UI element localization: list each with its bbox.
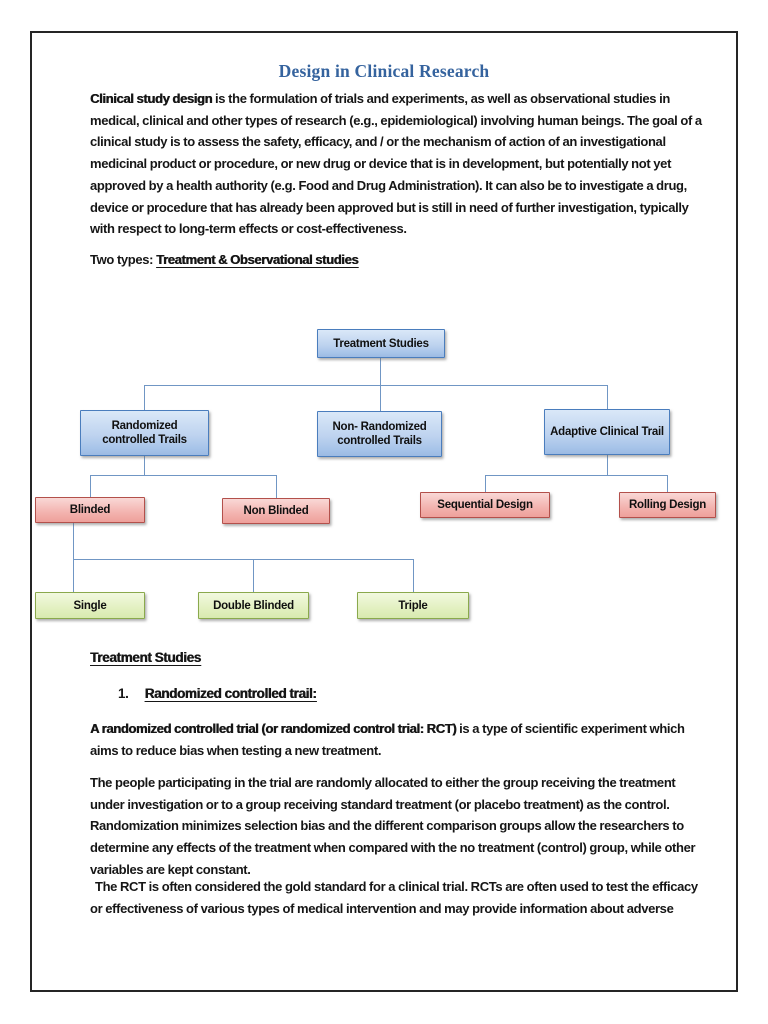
connector-line	[607, 455, 608, 475]
connector-line	[276, 475, 277, 498]
rct-gold-standard-paragraph: The RCT is often considered the gold sta…	[90, 879, 698, 916]
connector-line	[144, 385, 607, 386]
connector-line	[73, 523, 74, 592]
node-single: Single	[35, 592, 145, 619]
connector-line	[380, 358, 381, 411]
connector-line	[90, 475, 91, 497]
two-types-prefix: Two types:	[90, 252, 157, 267]
connector-line	[485, 475, 667, 476]
connector-line	[485, 475, 486, 492]
list-item-label: Randomized controlled trail:	[144, 686, 317, 701]
node-blinded: Blinded	[35, 497, 145, 523]
rct-randomization-paragraph: The people participating in the trial ar…	[90, 775, 696, 877]
two-types-underlined-text: Treatment & Observational studies	[156, 252, 359, 267]
node-randomized-controlled-trails: Randomized controlled Trails	[80, 410, 209, 456]
connector-line	[144, 456, 145, 475]
node-sequential-design: Sequential Design	[420, 492, 550, 518]
node-double-blinded: Double Blinded	[198, 592, 309, 619]
node-triple: Triple	[357, 592, 469, 619]
intro-paragraph: Clinical study design is the formulation…	[90, 91, 702, 237]
two-types-line: Two types: Treatment & Observational stu…	[90, 249, 359, 271]
node-non-blinded: Non Blinded	[222, 498, 330, 524]
list-item-randomized-controlled-trail: 1. Randomized controlled trail:	[118, 683, 317, 705]
rct-definition-paragraph: A randomized controlled trial (or random…	[90, 721, 685, 758]
connector-line	[73, 559, 413, 560]
node-treatment-studies: Treatment Studies	[317, 329, 445, 358]
page-title: Design in Clinical Research	[278, 61, 490, 81]
node-adaptive-clinical-trail: Adaptive Clinical Trail	[544, 409, 670, 455]
connector-line	[144, 385, 145, 410]
document-page: Design in Clinical Research Clinical stu…	[30, 31, 738, 992]
connector-line	[253, 559, 254, 592]
node-rolling-design: Rolling Design	[619, 492, 716, 518]
treatment-studies-flowchart: Treatment Studies Randomized controlled …	[32, 302, 736, 634]
connector-line	[607, 385, 608, 409]
list-number: 1.	[118, 686, 129, 701]
section-heading-treatment-studies: Treatment Studies	[90, 650, 201, 665]
connector-line	[90, 475, 276, 476]
connector-line	[413, 559, 414, 592]
connector-line	[667, 475, 668, 492]
node-non-randomized-controlled-trails: Non- Randomized controlled Trails	[317, 411, 442, 457]
